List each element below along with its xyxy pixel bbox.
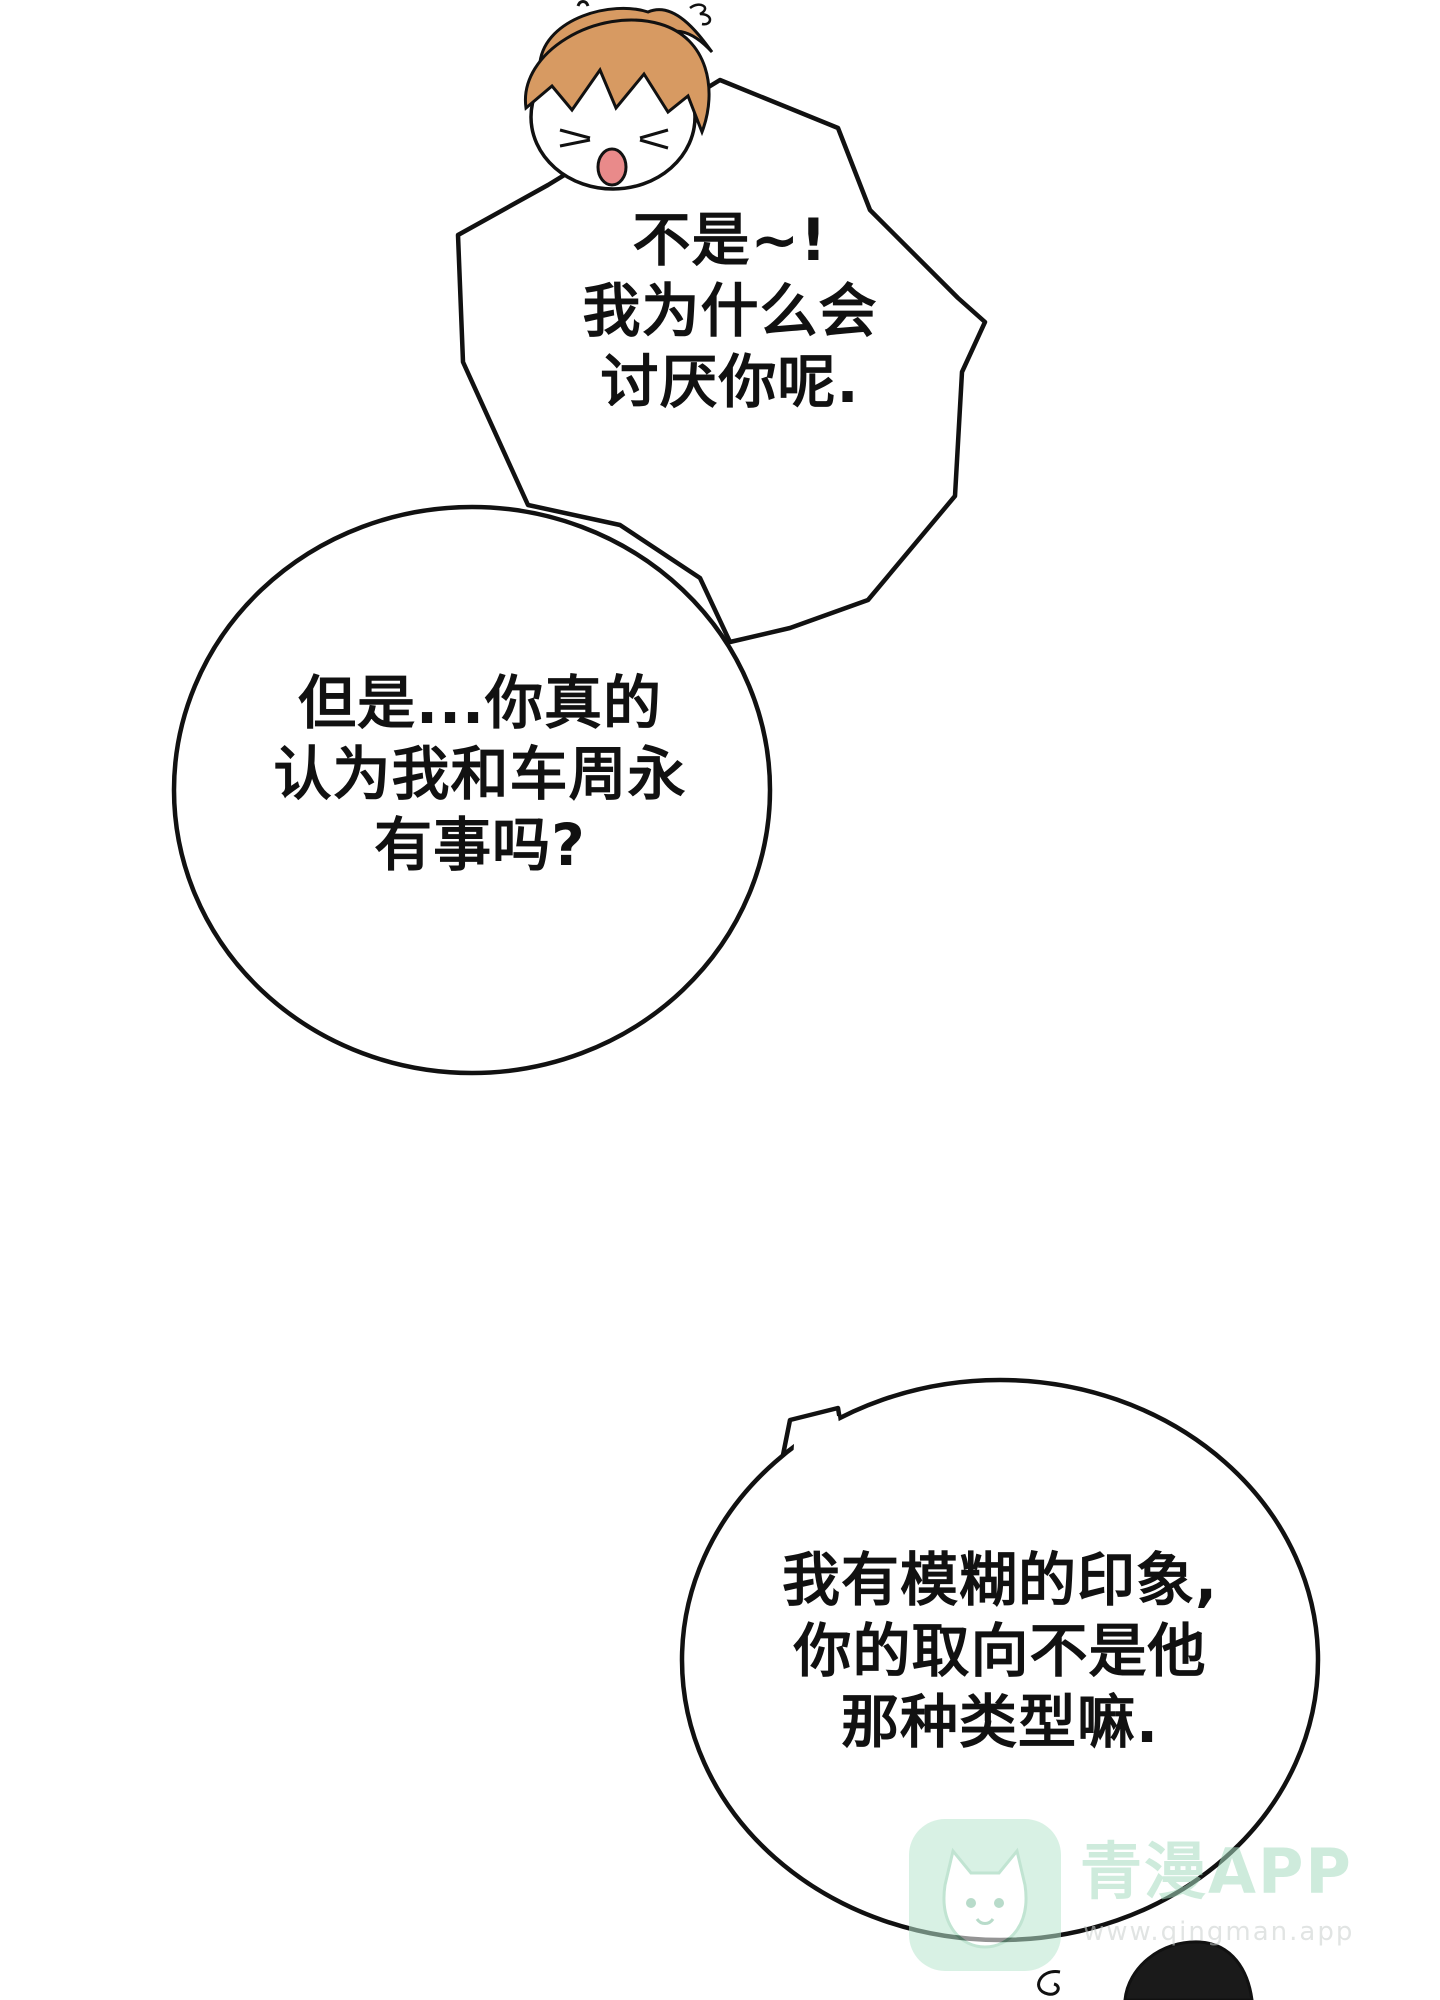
speech-bubble-text: 但是...你真的 认为我和车周永 有事吗? xyxy=(200,668,760,880)
dialogue-line: 你的取向不是他 xyxy=(793,1616,1207,1685)
speech-bubble-bottom-text: 我有模糊的印象, 你的取向不是他 那种类型嘛. xyxy=(720,1545,1280,1757)
dialogue-line: 不是~! xyxy=(632,206,828,274)
dialogue-line: 讨厌你呢. xyxy=(600,347,860,416)
character-head-bottom xyxy=(1037,1940,1254,2000)
dialogue-line: 但是...你真的 xyxy=(297,669,663,737)
dialogue-line: 认为我和车周永 xyxy=(273,739,687,808)
cat-logo-icon xyxy=(909,1819,1061,1971)
dialogue-line: 那种类型嘛. xyxy=(840,1687,1160,1756)
dialogue-line: 我有模糊的印象, xyxy=(781,1546,1219,1614)
character-head-top xyxy=(524,0,714,191)
app-watermark: 青漫APP www.qingman.app xyxy=(905,1815,1385,1975)
watermark-url: www.qingman.app xyxy=(1083,1917,1355,1947)
dialogue-line: 我为什么会 xyxy=(582,276,878,345)
dialogue-line: 有事吗? xyxy=(374,810,586,879)
speech-bubble-round xyxy=(171,504,773,1076)
shout-bubble xyxy=(455,77,988,645)
shout-bubble-text: 不是~! 我为什么会 讨厌你呢. xyxy=(520,205,940,417)
watermark-title: 青漫APP xyxy=(1080,1835,1353,1908)
